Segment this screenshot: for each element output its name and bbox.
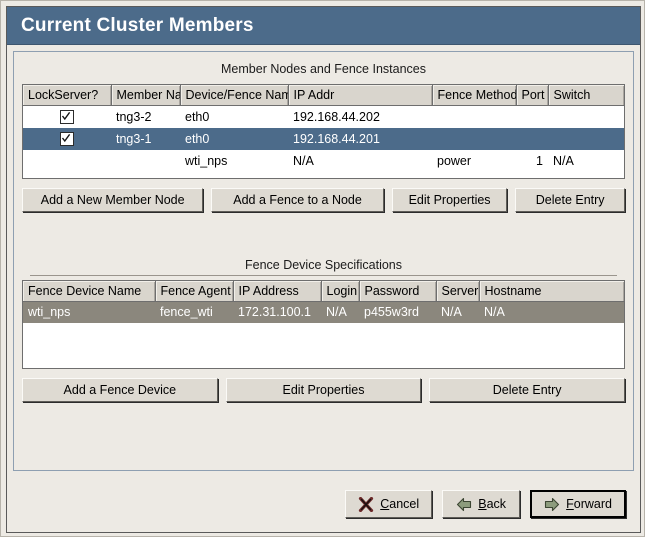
- members-edit-properties-button[interactable]: Edit Properties: [391, 187, 508, 212]
- fence-button-row: Add a Fence Device Edit Properties Delet…: [22, 378, 626, 402]
- page-title: Current Cluster Members: [21, 14, 254, 36]
- fence-header-row: Fence Device Name Fence Agent IP Address…: [23, 280, 624, 302]
- cancel-x-icon: [358, 496, 374, 512]
- fence-edit-properties-button[interactable]: Edit Properties: [225, 378, 422, 402]
- back-button[interactable]: Back: [442, 490, 521, 518]
- section-separator: [30, 275, 617, 276]
- members-col-ip-addr[interactable]: IP Addr: [288, 85, 433, 106]
- cell-device-fence-name[interactable]: eth0: [185, 109, 210, 124]
- dialog-navigation-bar: Cancel Back Forw: [7, 476, 640, 532]
- table-row[interactable]: tng3-2 eth0 192.168.44.202: [23, 106, 624, 128]
- cell-switch[interactable]: [548, 127, 624, 150]
- cell-fence-agent[interactable]: fence_wti: [155, 301, 233, 323]
- members-col-switch[interactable]: Switch: [548, 85, 624, 106]
- cell-switch[interactable]: N/A: [553, 153, 574, 168]
- cell-fence-server[interactable]: N/A: [436, 301, 479, 323]
- fence-table-container[interactable]: Fence Device Name Fence Agent IP Address…: [22, 279, 625, 369]
- members-col-member-name[interactable]: Member Name: [111, 85, 181, 106]
- cell-fence-hostname[interactable]: N/A: [479, 301, 624, 323]
- members-col-device-fence-name[interactable]: Device/Fence Name: [180, 85, 289, 106]
- cell-lockserver[interactable]: [23, 127, 111, 150]
- cell-ip-addr[interactable]: 192.168.44.201: [288, 127, 432, 150]
- members-section-title: Member Nodes and Fence Instances: [221, 62, 426, 76]
- arrow-right-icon: [544, 497, 560, 512]
- cell-port[interactable]: 1: [536, 153, 543, 168]
- members-header-row: LockServer? Member Name Device/Fence Nam…: [23, 85, 624, 106]
- cancel-button[interactable]: Cancel: [345, 490, 433, 518]
- members-table-header: LockServer? Member Name Device/Fence Nam…: [23, 85, 624, 106]
- dialog-content: Member Nodes and Fence Instances LockSer…: [7, 45, 640, 532]
- cell-port[interactable]: [516, 106, 548, 128]
- arrow-left-icon: [456, 497, 472, 512]
- cell-fence-ip-address[interactable]: 172.31.100.1: [233, 301, 321, 323]
- members-table-filler: [23, 171, 624, 178]
- cell-lockserver[interactable]: [23, 106, 111, 128]
- cell-fence-method[interactable]: [432, 106, 516, 128]
- members-col-fence-method[interactable]: Fence Method: [432, 85, 517, 106]
- members-delete-entry-button[interactable]: Delete Entry: [515, 187, 625, 212]
- main-panel: Member Nodes and Fence Instances LockSer…: [13, 51, 634, 471]
- fence-col-ip-address[interactable]: IP Address: [233, 280, 322, 302]
- fence-col-agent[interactable]: Fence Agent: [155, 280, 234, 302]
- fence-table-body: wti_nps fence_wti 172.31.100.1 N/A p455w…: [23, 301, 624, 323]
- add-new-member-node-button[interactable]: Add a New Member Node: [22, 187, 204, 212]
- table-row[interactable]: wti_nps N/A power 1 N/A: [23, 150, 624, 172]
- members-button-row: Add a New Member Node Add a Fence to a N…: [22, 187, 625, 212]
- cell-lockserver[interactable]: [23, 150, 111, 172]
- members-col-port[interactable]: Port: [516, 85, 549, 106]
- fence-devices-table: Fence Device Name Fence Agent IP Address…: [23, 280, 624, 323]
- cell-fence-password[interactable]: p455w3rd: [359, 301, 436, 323]
- fence-col-login[interactable]: Login: [321, 280, 360, 302]
- fence-delete-entry-button[interactable]: Delete Entry: [429, 378, 626, 402]
- cancel-button-label: Cancel: [380, 497, 420, 511]
- members-table-body: tng3-2 eth0 192.168.44.202: [23, 106, 624, 172]
- cell-device-fence-name[interactable]: eth0: [180, 127, 288, 150]
- fence-col-device-name[interactable]: Fence Device Name: [23, 280, 156, 302]
- cell-ip-addr[interactable]: 192.168.44.202: [293, 109, 380, 124]
- fence-col-hostname[interactable]: Hostname: [479, 280, 624, 302]
- cell-fence-login[interactable]: N/A: [321, 301, 359, 323]
- add-fence-device-button[interactable]: Add a Fence Device: [22, 378, 218, 402]
- lockserver-checkbox[interactable]: [60, 110, 74, 125]
- add-fence-to-node-button[interactable]: Add a Fence to a Node: [211, 187, 384, 212]
- fence-table-header: Fence Device Name Fence Agent IP Address…: [23, 280, 624, 302]
- back-button-label: Back: [478, 497, 507, 511]
- fence-col-server[interactable]: Server: [436, 280, 480, 302]
- forward-button-label: Forward: [566, 497, 612, 511]
- table-row[interactable]: wti_nps fence_wti 172.31.100.1 N/A p455w…: [23, 301, 624, 323]
- cell-fence-method[interactable]: power: [437, 153, 472, 168]
- members-col-lockserver[interactable]: LockServer?: [23, 85, 112, 106]
- fence-table-filler: [23, 323, 624, 368]
- cell-fence-method[interactable]: [432, 127, 516, 150]
- cell-port[interactable]: [516, 127, 548, 150]
- fence-col-password[interactable]: Password: [359, 280, 437, 302]
- cell-switch[interactable]: [548, 106, 624, 128]
- dialog-window: Current Cluster Members Member Nodes and…: [6, 6, 641, 533]
- fence-section-title: Fence Device Specifications: [244, 257, 403, 272]
- cell-ip-addr[interactable]: N/A: [293, 153, 314, 168]
- window-titlebar: Current Cluster Members: [7, 7, 640, 45]
- forward-button[interactable]: Forward: [530, 490, 626, 518]
- cell-member-name[interactable]: tng3-2: [116, 109, 152, 124]
- cell-member-name[interactable]: tng3-1: [111, 127, 180, 150]
- table-row[interactable]: tng3-1 eth0 192.168.44.201: [23, 127, 624, 150]
- cell-device-fence-name[interactable]: wti_nps: [185, 153, 228, 168]
- members-table: LockServer? Member Name Device/Fence Nam…: [23, 85, 624, 172]
- cell-member-name[interactable]: [111, 150, 180, 172]
- lockserver-checkbox[interactable]: [60, 131, 74, 146]
- cell-fence-device-name[interactable]: wti_nps: [23, 301, 155, 323]
- members-table-container[interactable]: LockServer? Member Name Device/Fence Nam…: [22, 84, 625, 179]
